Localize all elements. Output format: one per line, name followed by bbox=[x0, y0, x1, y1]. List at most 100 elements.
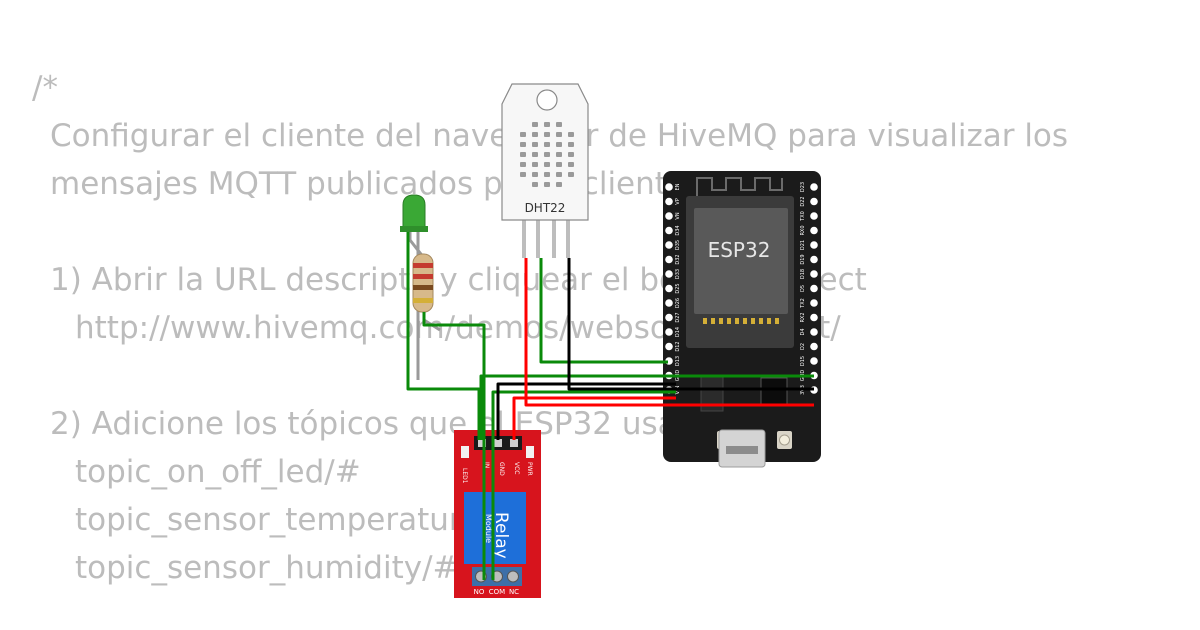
esp32-pin-d27[interactable] bbox=[665, 313, 673, 322]
wire-relay-gnd bbox=[496, 382, 676, 440]
esp32-pin-d18[interactable] bbox=[810, 270, 818, 278]
esp32-pin-d23[interactable] bbox=[810, 183, 818, 191]
dht22-vent bbox=[532, 172, 538, 177]
dht22-vent bbox=[556, 142, 562, 147]
esp32-pin-label: TX0 bbox=[800, 211, 806, 222]
dht22-vent bbox=[532, 162, 538, 167]
esp32-pin-label: D19 bbox=[800, 254, 806, 264]
topic-humidity: topic_sensor_humidity/# bbox=[75, 550, 459, 586]
wire-led-green bbox=[406, 232, 481, 440]
dht22-leg-2 bbox=[536, 218, 540, 258]
dht22-vent bbox=[520, 172, 526, 177]
esp32-pin-d5[interactable] bbox=[810, 284, 818, 293]
esp32-pin-label: D12 bbox=[675, 341, 681, 351]
esp32-pin-label: D27 bbox=[675, 312, 681, 322]
resistor-band-3 bbox=[413, 285, 433, 290]
relay-module[interactable]: IN GND VCC LED1 PWR Relay Module NO COM … bbox=[454, 430, 541, 598]
relay-label-nc: NC bbox=[509, 588, 519, 596]
led-rim bbox=[400, 226, 428, 232]
esp32-pin-label: RX0 bbox=[800, 225, 806, 235]
dht22-vent bbox=[532, 152, 538, 157]
esp32-pin-label: D23 bbox=[800, 182, 806, 192]
esp32-pin-label: D22 bbox=[800, 196, 806, 206]
esp32-pin-label: D25 bbox=[675, 283, 681, 293]
relay-label-pwr: PWR bbox=[526, 462, 533, 476]
dht22-vent bbox=[532, 142, 538, 147]
esp32-pin-label: TX2 bbox=[800, 298, 806, 309]
led-dome bbox=[402, 194, 426, 231]
esp32-pin-vn[interactable] bbox=[665, 212, 673, 220]
module-pad bbox=[751, 318, 755, 324]
esp32-usb-chip bbox=[760, 377, 788, 405]
esp32-pin-rx0[interactable] bbox=[810, 226, 818, 235]
resistor-body bbox=[412, 253, 434, 313]
esp32-pin-d35[interactable] bbox=[665, 241, 673, 249]
dht22-vent bbox=[544, 152, 550, 157]
module-pad bbox=[727, 318, 731, 324]
comment-open: /* bbox=[32, 70, 58, 106]
esp32-pin-rx2[interactable] bbox=[810, 313, 818, 322]
dht22-vent bbox=[544, 132, 550, 137]
module-pad bbox=[743, 318, 747, 324]
relay-block bbox=[464, 492, 526, 564]
dht22-vent bbox=[520, 162, 526, 167]
esp32-pin-d26[interactable] bbox=[665, 299, 673, 307]
dht22-vent bbox=[556, 172, 562, 177]
esp32-pin-d2[interactable] bbox=[810, 342, 818, 351]
module-pad bbox=[719, 318, 723, 324]
esp32-pin-label: D13 bbox=[675, 356, 681, 366]
esp32-pin-vp[interactable] bbox=[665, 197, 673, 206]
dht22-sensor[interactable]: DHT22 bbox=[501, 83, 589, 258]
esp32-module-shield bbox=[694, 208, 788, 314]
esp32-pin-d33[interactable] bbox=[665, 270, 673, 278]
dht22-vent bbox=[532, 182, 538, 187]
esp32-pin-d21[interactable] bbox=[810, 241, 818, 249]
esp32-pin-tx2[interactable] bbox=[810, 299, 818, 307]
dht22-leg-4 bbox=[566, 218, 570, 258]
esp32-pin-d32[interactable] bbox=[665, 255, 673, 264]
module-pad bbox=[775, 318, 779, 324]
dht22-label: DHT22 bbox=[525, 201, 566, 215]
topic-temperature: topic_sensor_temperature/# bbox=[75, 502, 517, 538]
esp32-pin-label: VP bbox=[675, 198, 681, 204]
relay-label-led1: LED1 bbox=[461, 468, 468, 484]
resistor[interactable] bbox=[412, 253, 441, 332]
wire-relay-com bbox=[491, 390, 676, 580]
relay-pwr-led bbox=[526, 446, 534, 458]
esp32-pin-label: D21 bbox=[800, 240, 806, 250]
esp32-pin-d34[interactable] bbox=[665, 226, 673, 235]
esp32-pin-d4[interactable] bbox=[810, 328, 818, 336]
comment-line-3: 1) Abrir la URL descripta y cliquear el … bbox=[50, 262, 867, 298]
esp32-pin-label: D5 bbox=[800, 285, 806, 292]
esp32-pin-d15[interactable] bbox=[810, 357, 818, 365]
wire-dht-gnd bbox=[567, 258, 814, 391]
esp32-pin-d14[interactable] bbox=[665, 328, 673, 336]
relay-pin-in bbox=[478, 439, 486, 447]
esp32-pin-d19[interactable] bbox=[810, 255, 818, 264]
esp32-pin-label: D33 bbox=[675, 269, 681, 279]
module-pad bbox=[711, 318, 715, 324]
dht22-vent bbox=[520, 132, 526, 137]
relay-terminal-nc[interactable] bbox=[507, 570, 519, 583]
esp32-board[interactable]: ESP32 ENVPVND34D35D32D33D25D26D27D14D12D… bbox=[663, 171, 821, 468]
esp32-usb-slot bbox=[726, 446, 758, 454]
dht22-vent bbox=[556, 132, 562, 137]
esp32-pin-en[interactable] bbox=[665, 183, 673, 191]
dht22-leg-3 bbox=[552, 218, 556, 258]
esp32-pin-d25[interactable] bbox=[665, 284, 673, 293]
dht22-vent bbox=[568, 132, 574, 137]
esp32-label: ESP32 bbox=[708, 238, 771, 262]
esp32-boot-button[interactable] bbox=[777, 431, 792, 449]
dht22-vent bbox=[556, 162, 562, 167]
dht22-vent-grid bbox=[520, 122, 574, 187]
esp32-pin-d12[interactable] bbox=[665, 342, 673, 351]
esp32-pin-tx0[interactable] bbox=[810, 212, 818, 220]
esp32-pin-d22[interactable] bbox=[810, 197, 818, 206]
dht22-vent bbox=[556, 152, 562, 157]
relay-subtitle: Module bbox=[484, 514, 493, 543]
dht22-vent bbox=[568, 142, 574, 147]
module-pad bbox=[735, 318, 739, 324]
dht22-vent bbox=[520, 152, 526, 157]
wire-dht-data bbox=[539, 258, 668, 364]
